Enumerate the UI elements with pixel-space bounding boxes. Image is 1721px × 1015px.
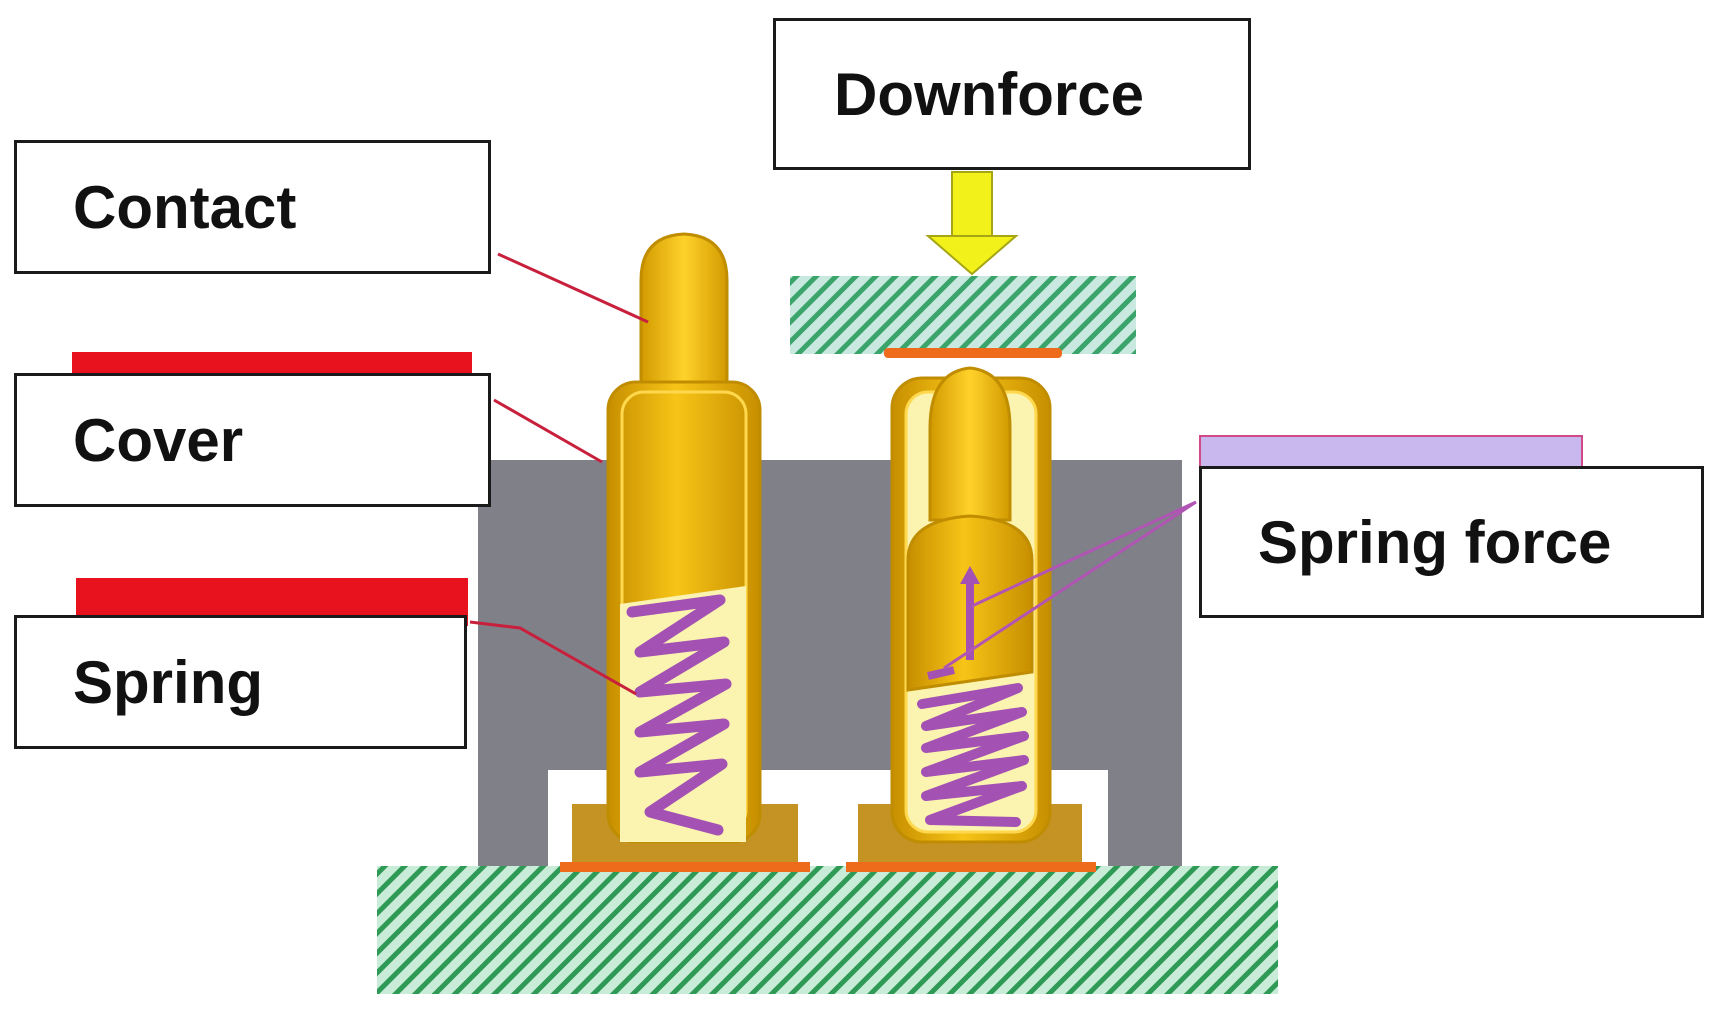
left-bottom-pad (560, 862, 810, 872)
label-cover-text: Cover (73, 406, 244, 474)
left-spring-coil (626, 594, 732, 836)
bottom-plate (377, 866, 1278, 994)
leader-spring (469, 620, 637, 696)
label-cover: Cover (14, 373, 491, 507)
leader-contact (497, 252, 649, 324)
label-downforce-text: Downforce (834, 60, 1145, 128)
leader-cover (493, 398, 603, 464)
right-bottom-pad (846, 862, 1096, 872)
leader-spring-force-1 (971, 500, 1197, 608)
right-spring-coil (917, 683, 1029, 827)
label-contact: Contact (14, 140, 491, 274)
label-contact-text: Contact (73, 173, 297, 241)
top-plate (790, 276, 1136, 354)
left-pogo-pin (606, 232, 762, 844)
right-pogo-pin (890, 366, 1052, 844)
label-downforce: Downforce (773, 18, 1251, 170)
top-pad (884, 348, 1062, 358)
leader-spring-force-2 (943, 500, 1197, 670)
downforce-arrow (925, 171, 1019, 276)
label-spring-force: Spring force (1199, 466, 1704, 618)
label-spring: Spring (14, 615, 467, 749)
label-spring-text: Spring (73, 648, 263, 716)
label-spring-force-text: Spring force (1258, 508, 1612, 576)
